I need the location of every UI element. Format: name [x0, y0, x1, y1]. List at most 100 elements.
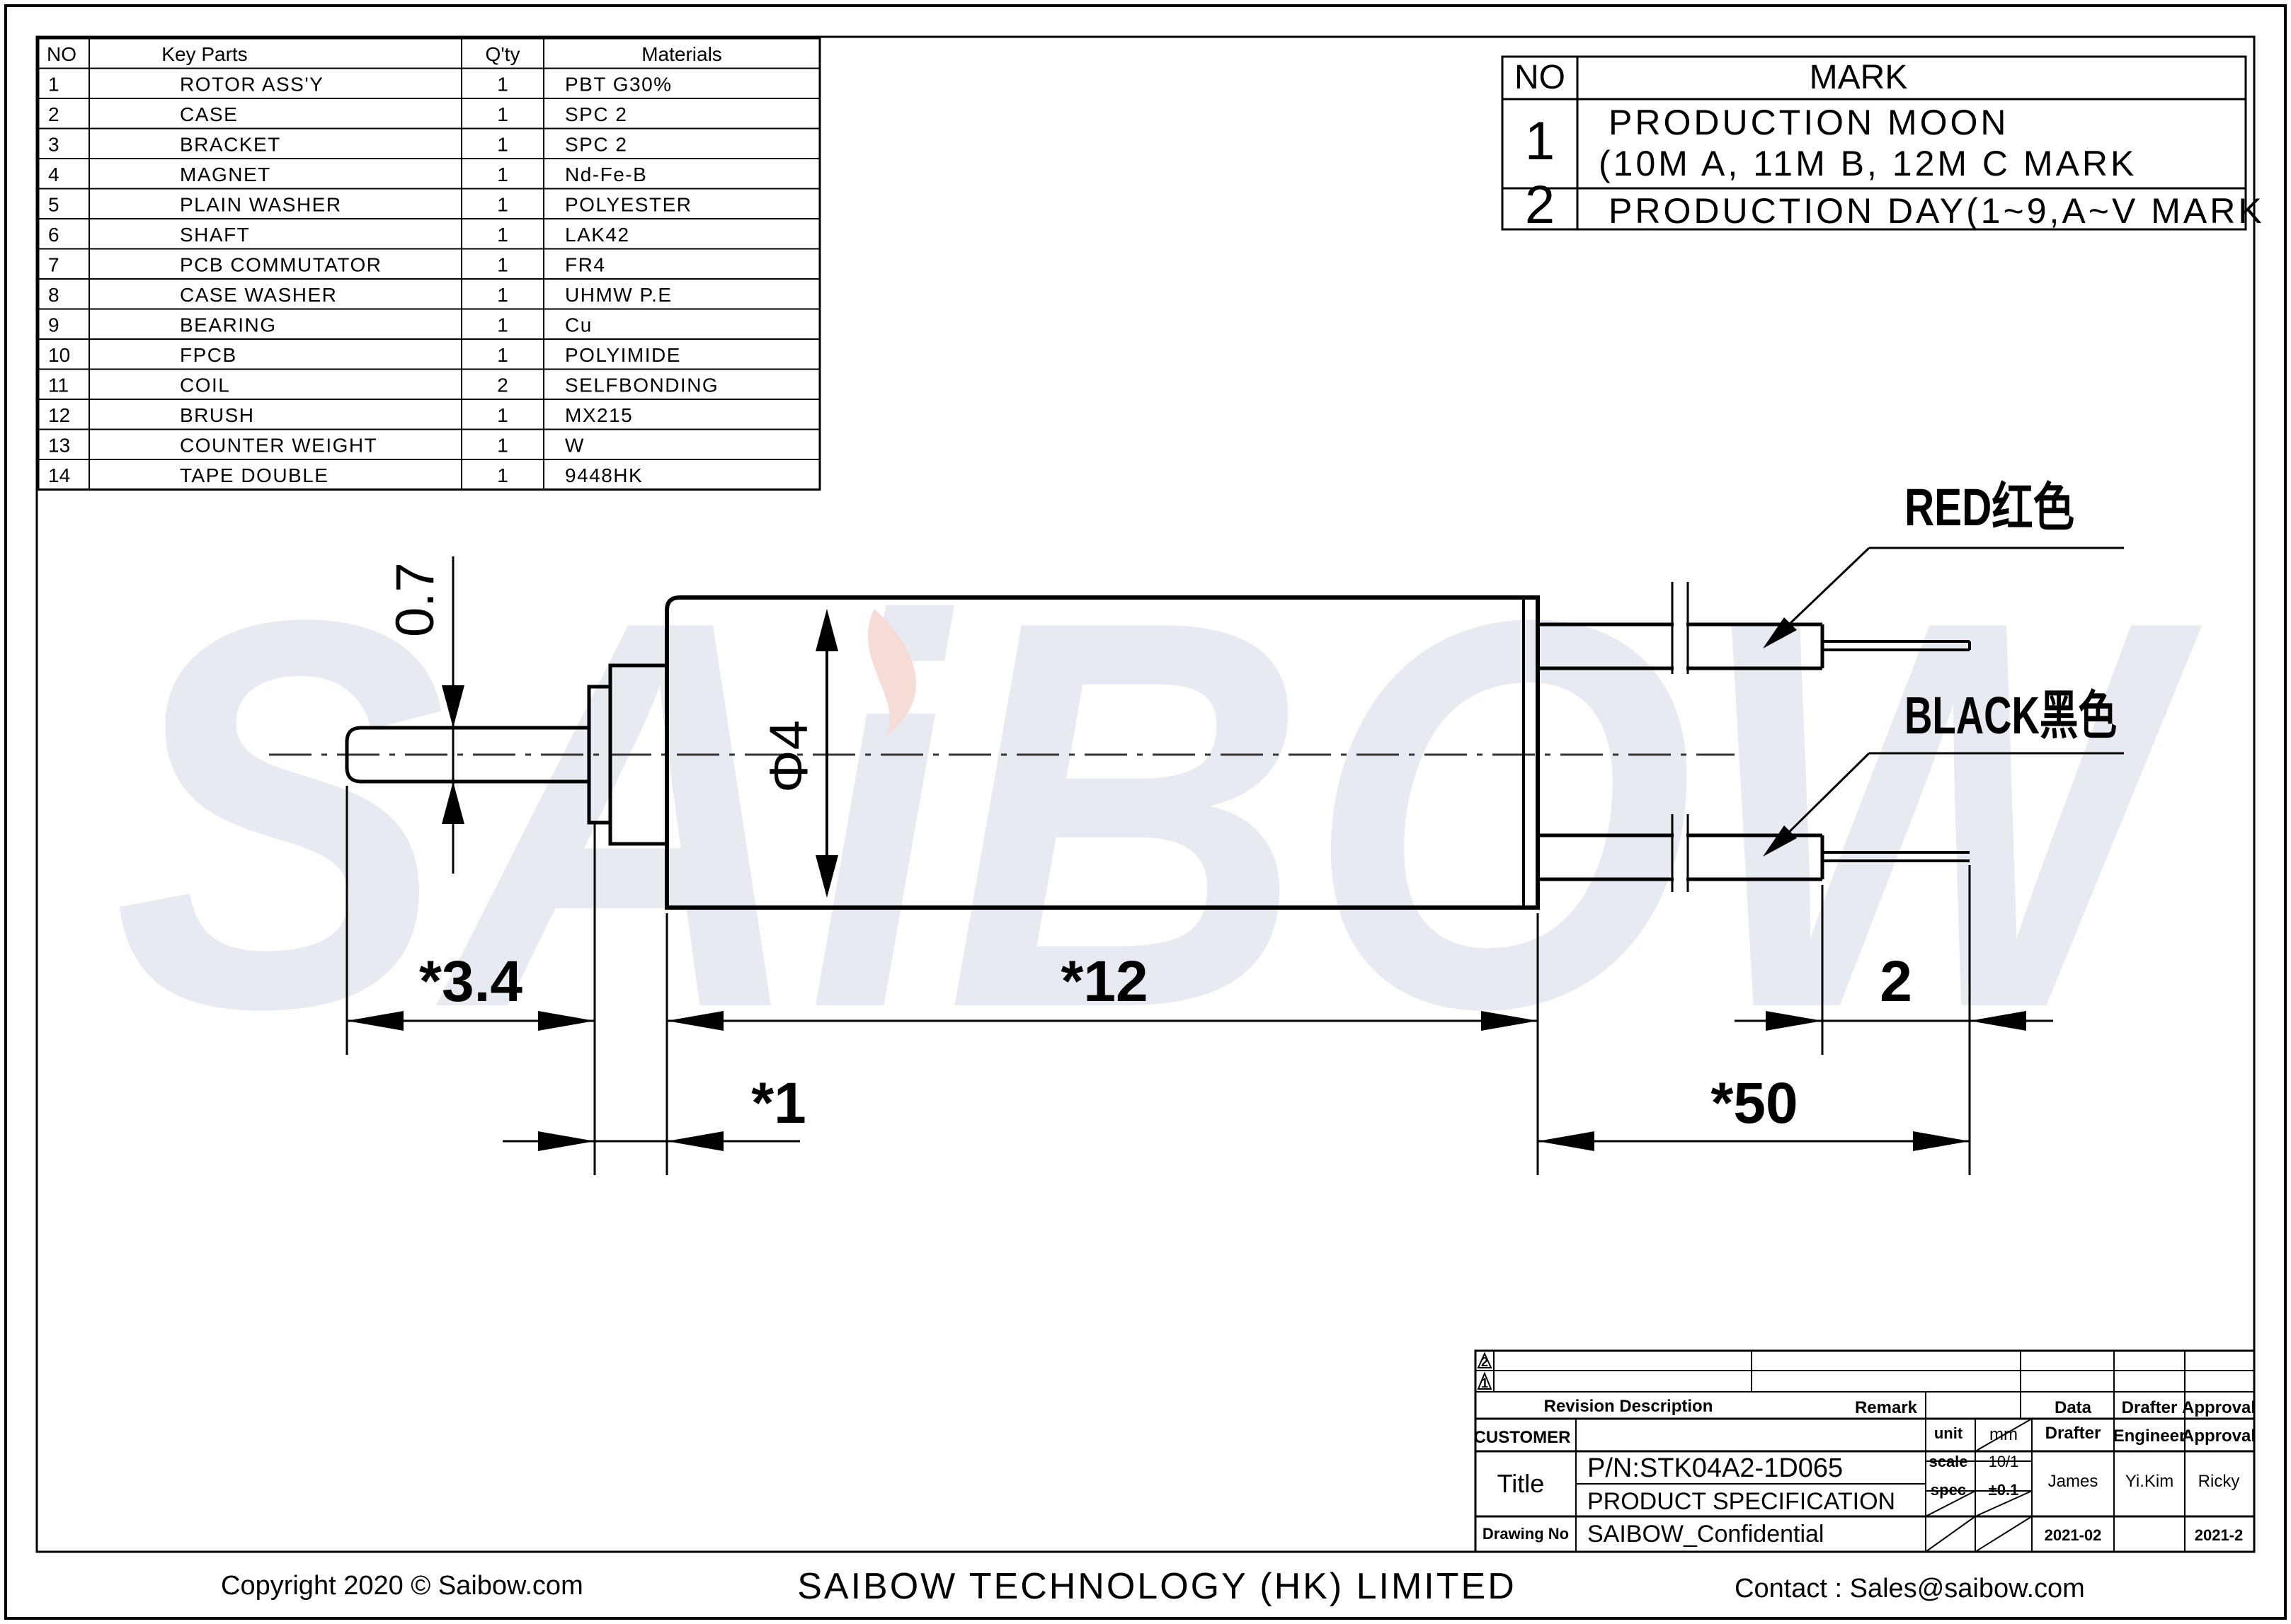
tb-customer: CUSTOMER	[1474, 1428, 1571, 1447]
part-name: CASE	[180, 103, 238, 125]
mark-header-mark: MARK	[1810, 59, 1908, 96]
part-no: 10	[48, 344, 70, 366]
tb-engineer: Engineer	[2113, 1426, 2186, 1446]
tb-drafter-2: Drafter	[2045, 1424, 2101, 1443]
part-material: SPC 2	[565, 134, 627, 156]
part-no: 8	[48, 284, 59, 306]
label-wire-black: BLACK黑色	[1904, 686, 2117, 745]
part-no: 4	[48, 164, 59, 185]
rev-mark-2: 2	[1481, 1355, 1488, 1369]
part-material: Nd-Fe-B	[565, 164, 647, 185]
part-material: MX215	[565, 404, 633, 426]
tb-revision-description: Revision Description	[1544, 1397, 1713, 1416]
dim-strip-length: 2	[1880, 949, 1912, 1014]
part-material: LAK42	[565, 224, 630, 246]
part-qty: 1	[497, 464, 508, 486]
part-name: CASE WASHER	[180, 284, 337, 306]
footer-company: SAIBOW TECHNOLOGY (HK) LIMITED	[797, 1566, 1516, 1607]
part-qty: 1	[497, 74, 508, 96]
part-qty: 1	[497, 254, 508, 276]
tb-scale: scale	[1929, 1453, 1967, 1470]
outer-border	[4, 4, 2287, 1620]
part-qty: 1	[497, 344, 508, 366]
part-name: BRACKET	[180, 134, 281, 156]
mark-table: NO MARK 1 PRODUCTION MOON (10M A, 11M B,…	[1501, 55, 2265, 235]
part-no: 13	[48, 435, 70, 457]
motor-drawing: Φ4 RED红色 BLA	[269, 478, 2124, 1175]
tb-spec: spec	[1931, 1481, 1966, 1499]
parts-header-key-parts: Key Parts	[161, 43, 247, 65]
tb-approval-name: Ricky	[2198, 1472, 2240, 1491]
dim-shaft-length: *3.4	[419, 949, 522, 1014]
part-name: MAGNET	[180, 164, 271, 185]
part-no: 5	[48, 194, 59, 216]
part-name: COUNTER WEIGHT	[180, 435, 377, 457]
part-name: PLAIN WASHER	[180, 194, 342, 216]
mark-row-1-no: 1	[1525, 111, 1555, 171]
motor-body-outline	[665, 595, 1540, 910]
part-no: 14	[48, 464, 70, 486]
mark-header-no: NO	[1514, 59, 1565, 96]
wire-red	[1538, 582, 1971, 674]
part-no: 1	[48, 74, 59, 96]
label-wire-red: RED红色	[1904, 478, 2074, 537]
footer-copyright: Copyright 2020 © Saibow.com	[221, 1571, 583, 1601]
part-qty: 1	[497, 284, 508, 306]
part-material: FR4	[565, 254, 605, 276]
watermark-flame-icon	[867, 609, 916, 736]
tb-scale-value: 10/1	[1989, 1453, 2019, 1470]
tb-drawing-no: Drawing No	[1482, 1525, 1569, 1543]
rev-triangle-icon	[1477, 1371, 1492, 1390]
part-qty: 1	[497, 314, 508, 336]
part-name: ROTOR ASS'Y	[180, 74, 324, 96]
dim-body-diameter: Φ4	[759, 720, 819, 793]
shaft-outline	[345, 726, 589, 784]
dim-bracket-thickness: *1	[751, 1071, 806, 1136]
part-qty: 1	[497, 435, 508, 457]
part-material: POLYIMIDE	[565, 344, 681, 366]
part-material: Cu	[565, 314, 593, 336]
part-no: 7	[48, 254, 59, 276]
part-material: POLYESTER	[565, 194, 692, 216]
mark-row-1-line1: PRODUCTION MOON	[1609, 103, 2009, 142]
tb-part-number: P/N:STK04A2-1D065	[1587, 1453, 1843, 1483]
part-name: COIL	[180, 374, 230, 396]
title-block: 2 1 Revision Description Remark Data Dra…	[1474, 1349, 2256, 1553]
part-material: PBT G30%	[565, 74, 673, 96]
part-no: 6	[48, 224, 59, 246]
parts-header-qty: Q'ty	[486, 43, 520, 65]
rev-triangle-icon	[1477, 1351, 1492, 1368]
part-qty: 1	[497, 164, 508, 185]
part-name: BEARING	[180, 314, 277, 336]
part-material: 9448HK	[565, 464, 643, 486]
dim-body-length: *12	[1061, 949, 1148, 1014]
tb-remark: Remark	[1855, 1398, 1918, 1417]
tb-product-spec: PRODUCT SPECIFICATION	[1587, 1488, 1895, 1515]
part-name: FPCB	[180, 344, 237, 366]
part-no: 9	[48, 314, 59, 336]
footer-contact: Contact : Sales@saibow.com	[1735, 1574, 2085, 1603]
part-name: PCB COMMUTATOR	[180, 254, 382, 276]
part-name: TAPE DOUBLE	[180, 464, 328, 486]
dim-shaft-diameter: 0.7	[385, 562, 445, 637]
tb-title: Title	[1497, 1469, 1545, 1498]
part-material: SPC 2	[565, 103, 627, 125]
part-qty: 1	[497, 103, 508, 125]
tb-engineer-name: Yi.Kim	[2125, 1472, 2173, 1491]
parts-header-materials: Materials	[641, 43, 722, 65]
part-qty: 1	[497, 404, 508, 426]
tb-unit: unit	[1934, 1424, 1963, 1442]
tb-unit-value: mm	[1989, 1425, 2018, 1444]
dim-lead-length: *50	[1710, 1071, 1798, 1136]
part-name: SHAFT	[180, 224, 250, 246]
mark-row-2-line1: PRODUCTION DAY(1~9,A~V MARK	[1609, 191, 2265, 231]
rev-mark-1: 1	[1481, 1376, 1488, 1390]
part-material: SELFBONDING	[565, 374, 719, 396]
tb-approval-2: Approval	[2182, 1426, 2256, 1446]
tb-approval: Approval	[2182, 1398, 2256, 1417]
part-no: 2	[48, 103, 59, 125]
tb-drafter-name: James	[2048, 1472, 2098, 1491]
mark-row-2-no: 2	[1525, 175, 1555, 235]
